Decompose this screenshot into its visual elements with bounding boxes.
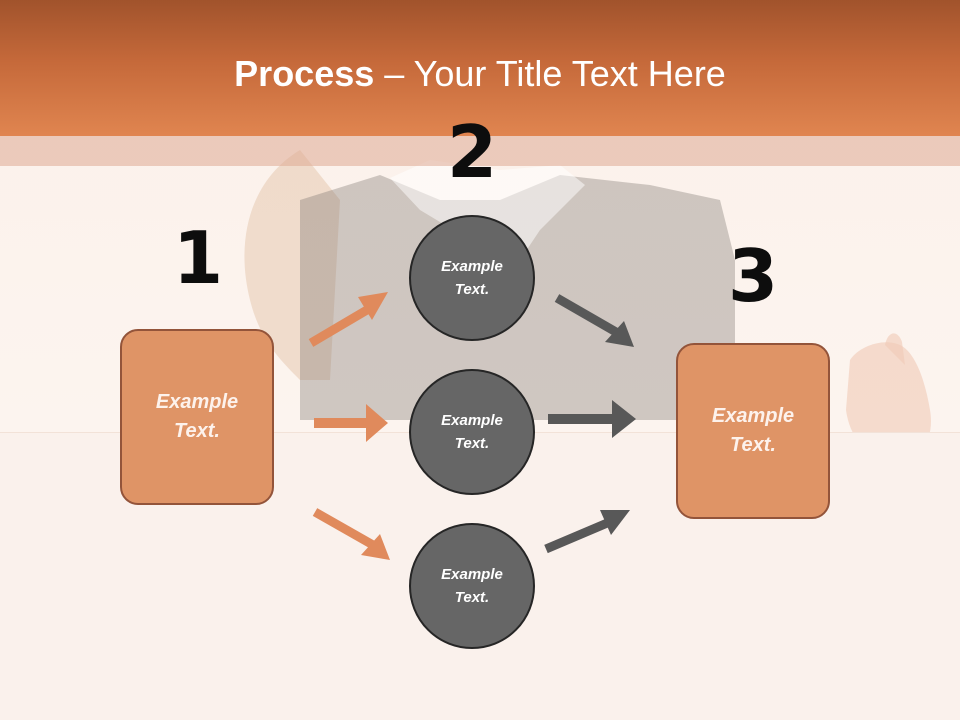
orange-arrow-up (308, 292, 388, 347)
circle-top-text: Example Text. (441, 258, 503, 298)
step-number-3: 3 (727, 234, 779, 318)
step-1-text: Example Text. (155, 391, 239, 442)
orange-arrow-down (312, 508, 390, 560)
title-band (0, 0, 960, 136)
circle-bottom[interactable]: Example Text. (409, 523, 535, 649)
slide-title: Process – Your Title Text Here (0, 52, 960, 96)
title-strip (0, 136, 960, 166)
step-1-box[interactable]: Example Text. (120, 329, 274, 505)
gray-arrow-up (544, 510, 630, 554)
slide-title-rest: – Your Title Text Here (374, 53, 726, 94)
orange-arrow-right (314, 404, 388, 442)
gray-arrow-down (554, 294, 634, 347)
gray-arrow-right (548, 400, 636, 438)
step-number-2: 2 (446, 110, 498, 194)
step-number-1: 1 (172, 216, 224, 300)
step-3-text: Example Text. (711, 405, 795, 456)
circle-middle[interactable]: Example Text. (409, 369, 535, 495)
slide-title-bold: Process (234, 53, 375, 94)
circle-top[interactable]: Example Text. (409, 215, 535, 341)
circle-middle-text: Example Text. (441, 412, 503, 452)
step-3-box[interactable]: Example Text. (676, 343, 830, 519)
circle-bottom-text: Example Text. (441, 566, 503, 606)
